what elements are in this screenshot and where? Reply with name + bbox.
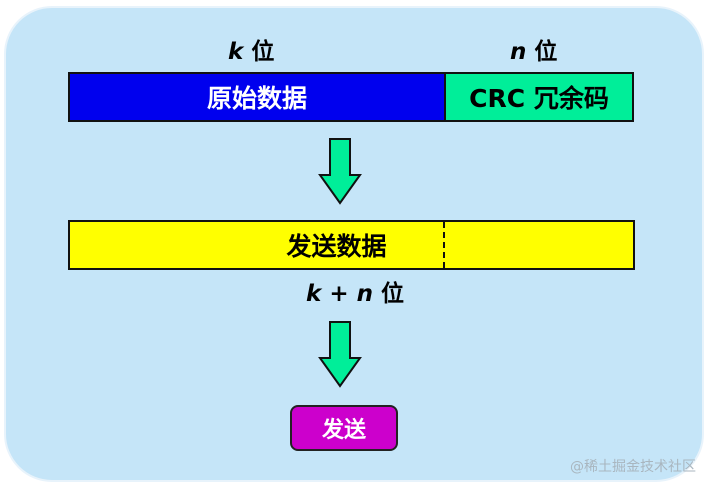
send-data-block: 发送数据	[68, 220, 635, 270]
k-bits-label: k 位	[228, 38, 274, 66]
n-variable: n	[510, 39, 527, 65]
down-arrow-icon	[318, 138, 362, 205]
send-data-text: 发送数据	[286, 232, 387, 261]
crc-redundancy-text: CRC 冗余码	[469, 84, 609, 113]
kn-n-variable: n	[356, 281, 373, 307]
original-data-block: 原始数据	[68, 72, 446, 122]
n-unit: 位	[534, 39, 558, 65]
kn-unit: 位	[381, 281, 404, 307]
boundary-dashed-divider	[443, 222, 445, 268]
crc-redundancy-block: CRC 冗余码	[444, 72, 634, 122]
n-bits-label: n 位	[510, 38, 557, 66]
kn-plus-sign: +	[329, 281, 349, 307]
kn-k-variable: k	[306, 281, 322, 307]
watermark: @稀土掘金技术社区	[570, 459, 696, 475]
send-button[interactable]: 发送	[290, 405, 398, 451]
k-variable: k	[228, 39, 244, 65]
k-unit: 位	[251, 39, 275, 65]
original-data-text: 原始数据	[206, 84, 307, 113]
k-plus-n-bits-label: k + n 位	[306, 280, 404, 308]
down-arrow-icon	[318, 321, 362, 388]
send-button-label: 发送	[321, 418, 366, 443]
